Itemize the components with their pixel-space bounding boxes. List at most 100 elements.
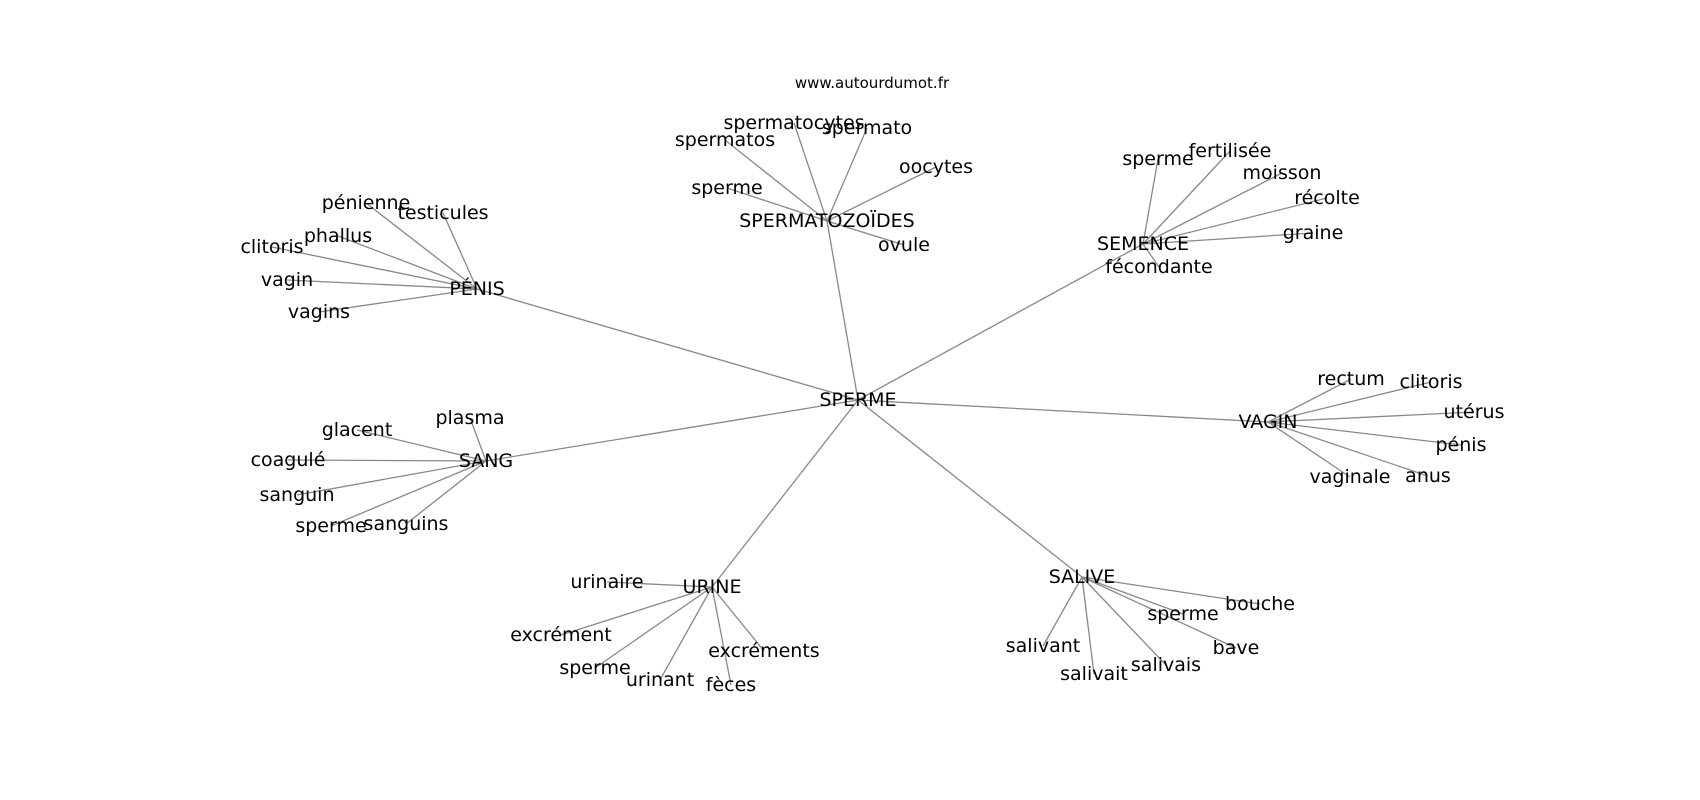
leaf-node-label: moisson (1243, 162, 1322, 184)
leaf-node-label: sperme (295, 515, 366, 537)
leaf-node-label: testicules (397, 202, 488, 224)
leaf-node-label: sperme (691, 177, 762, 199)
edge-hub-to-leaf (711, 586, 732, 686)
edge-center-to-hub (485, 399, 859, 462)
leaf-node-label: spermatocytes (723, 112, 864, 134)
leaf-node-label: salivais (1131, 654, 1201, 676)
leaf-node-label: rectum (1317, 368, 1385, 390)
leaf-node-label: bave (1213, 637, 1260, 659)
leaf-node-label: sperme (1147, 603, 1218, 625)
edge-hub-to-leaf (1142, 232, 1314, 245)
leaf-node-label: excréments (708, 640, 819, 662)
edge-center-to-hub (857, 243, 1144, 401)
edge-center-to-hub (857, 399, 1269, 423)
edge-hub-to-leaf (296, 460, 487, 496)
leaf-node-label: fécondante (1105, 256, 1212, 278)
leaf-node-label: vagin (261, 269, 313, 291)
edge-hub-to-leaf (405, 460, 487, 525)
edge-hub-to-leaf (1267, 421, 1351, 478)
site-credit: www.autourdumot.fr (795, 74, 950, 92)
graph-labels: SPERMEPÉNISpéniennetesticulesphallusclit… (240, 112, 1504, 696)
leaf-node-label: sanguins (364, 513, 449, 535)
leaf-node-label: glacent (322, 419, 393, 441)
leaf-node-label: graine (1283, 222, 1344, 244)
edge-hub-to-leaf (1081, 576, 1261, 605)
hub-node-label: VAGIN (1239, 411, 1298, 433)
edge-center-to-hub (476, 288, 859, 401)
leaf-node-label: pénis (1436, 434, 1487, 456)
leaf-node-label: clitoris (1399, 371, 1462, 393)
edge-hub-to-leaf (594, 586, 713, 669)
hub-node-label: SALIVE (1049, 566, 1116, 588)
edge-hub-to-leaf (1081, 576, 1237, 649)
leaf-node-label: anus (1405, 465, 1451, 487)
edge-hub-to-leaf (1267, 411, 1475, 423)
edge-hub-to-leaf (826, 166, 937, 222)
edge-hub-to-leaf (1267, 381, 1432, 423)
edge-hub-to-leaf (318, 288, 478, 313)
edge-hub-to-leaf (724, 139, 828, 222)
edge-hub-to-leaf (606, 581, 713, 588)
hub-node-label: SPERMATOZOÏDES (739, 209, 914, 232)
hub-node-label: URINE (683, 576, 742, 598)
edge-hub-to-leaf (1142, 150, 1231, 245)
leaf-node-label: coagulé (251, 449, 326, 471)
edge-hub-to-leaf (365, 202, 478, 290)
edge-hub-to-leaf (1081, 576, 1167, 666)
edge-hub-to-leaf (1142, 158, 1159, 245)
edge-hub-to-leaf (1267, 421, 1462, 446)
hub-node-label: SEMENCE (1097, 233, 1189, 255)
graph-edges (271, 122, 1475, 686)
leaf-node-label: salivant (1006, 635, 1080, 657)
edge-hub-to-leaf (711, 586, 765, 652)
edge-hub-to-leaf (560, 586, 713, 636)
edge-hub-to-leaf (469, 417, 487, 462)
edge-hub-to-leaf (271, 246, 478, 290)
edge-hub-to-leaf (1081, 576, 1184, 615)
leaf-node-label: urinaire (570, 571, 643, 593)
leaf-node-label: fertilisée (1189, 140, 1272, 162)
leaf-node-label: fèces (706, 674, 756, 696)
edge-hub-to-leaf (1267, 421, 1429, 477)
edge-hub-to-leaf (287, 459, 487, 462)
leaf-node-label: phallus (304, 225, 372, 247)
edge-center-to-hub (711, 399, 859, 588)
edge-hub-to-leaf (1267, 378, 1352, 423)
edge-hub-to-leaf (1142, 172, 1283, 245)
leaf-node-label: vagins (288, 301, 350, 323)
leaf-node-label: vaginale (1310, 466, 1391, 488)
leaf-node-label: sanguin (259, 484, 334, 506)
leaf-node-label: utérus (1444, 401, 1505, 423)
leaf-node-label: pénienne (322, 192, 411, 214)
edge-hub-to-leaf (337, 235, 478, 290)
edge-hub-to-leaf (1142, 197, 1328, 245)
leaf-node-label: sperme (1122, 148, 1193, 170)
edge-hub-to-leaf (442, 212, 478, 290)
leaf-node-label: spermato (822, 117, 912, 139)
edge-hub-to-leaf (356, 429, 487, 462)
edge-hub-to-leaf (286, 279, 478, 290)
center-node-label: SPERME (819, 389, 896, 411)
leaf-node-label: urinant (626, 669, 694, 691)
leaf-node-label: clitoris (240, 236, 303, 258)
edge-hub-to-leaf (826, 127, 868, 222)
edge-hub-to-leaf (330, 460, 487, 527)
leaf-node-label: ovule (878, 234, 930, 256)
leaf-node-label: salivait (1060, 663, 1128, 685)
leaf-node-label: excrément (510, 624, 612, 646)
edge-hub-to-leaf (659, 586, 713, 681)
leaf-node-label: sperme (559, 657, 630, 679)
edge-hub-to-leaf (726, 187, 828, 222)
leaf-node-label: plasma (435, 407, 504, 429)
edge-center-to-hub (857, 399, 1083, 578)
edge-center-to-hub (826, 220, 859, 401)
leaf-node-label: récolte (1294, 187, 1360, 209)
leaf-node-label: oocytes (899, 156, 973, 178)
leaf-node-label: bouche (1225, 593, 1295, 615)
edge-hub-to-leaf (793, 122, 828, 222)
hub-node-label: SANG (459, 450, 513, 472)
leaf-node-label: spermatos (675, 129, 775, 151)
hub-node-label: PÉNIS (449, 277, 504, 300)
edge-hub-to-leaf (1042, 576, 1083, 647)
